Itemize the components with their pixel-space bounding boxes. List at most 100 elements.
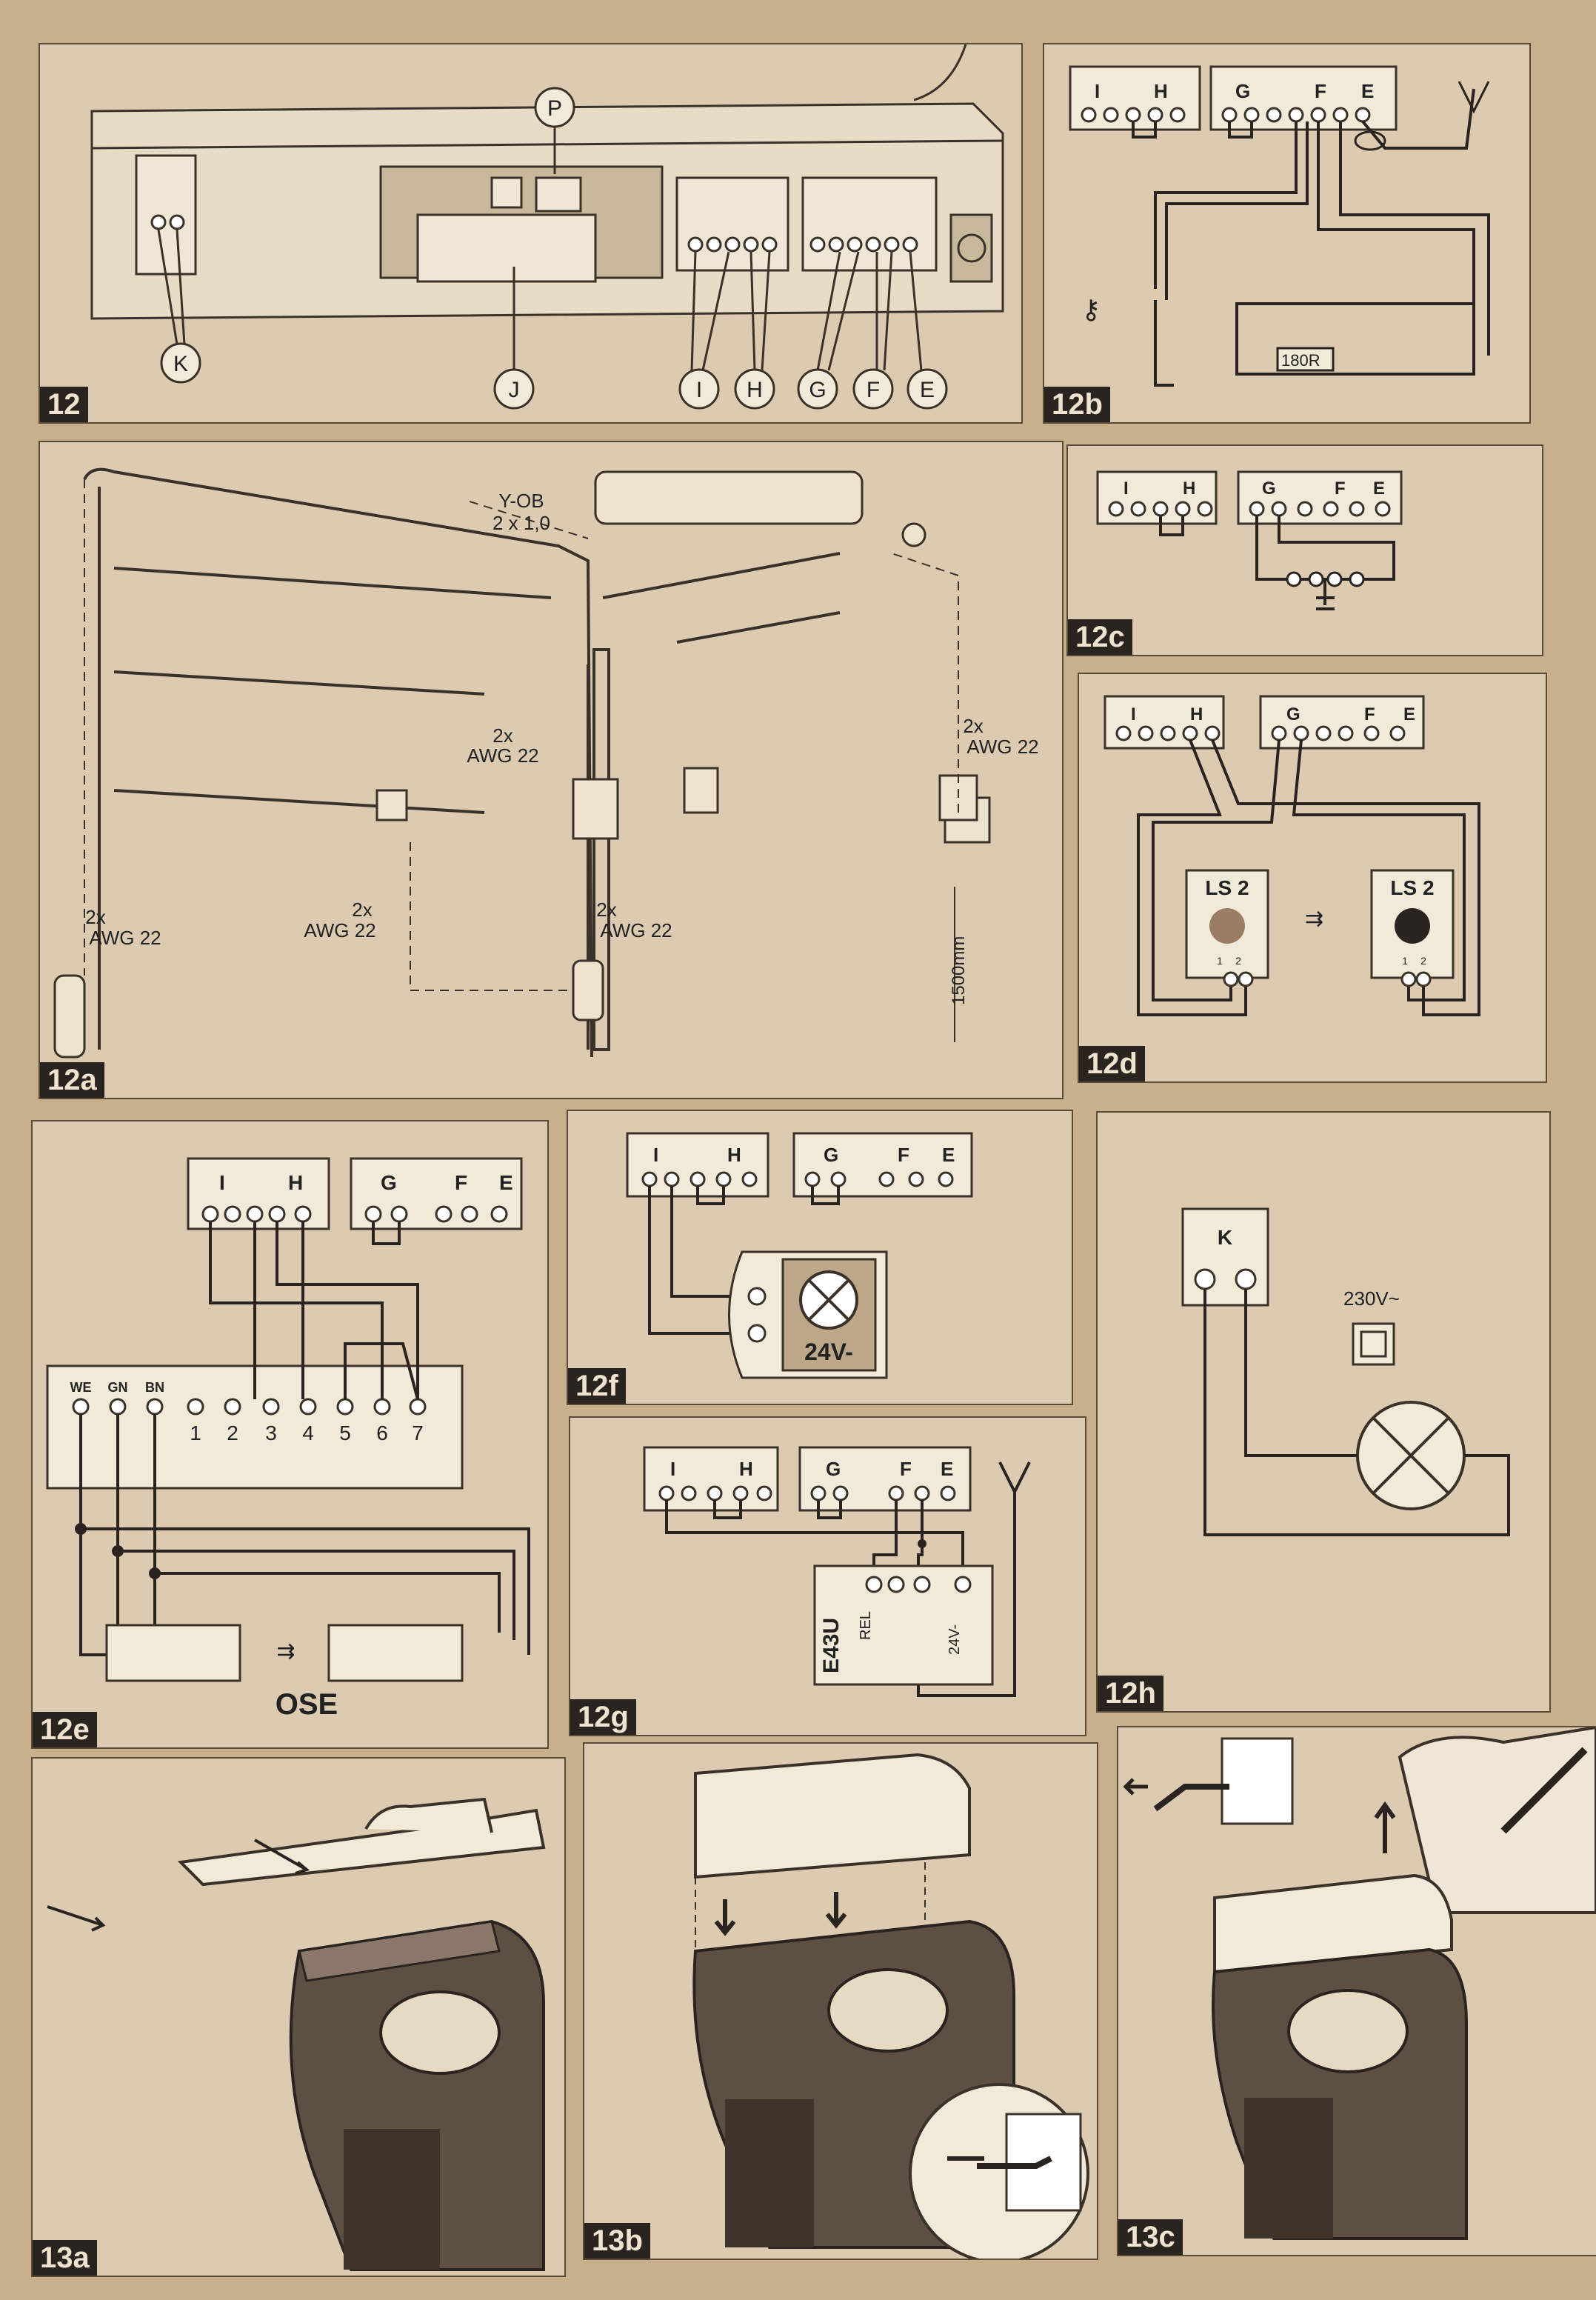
wiring-diagram-12f: I H G F E 24V-: [626, 1132, 973, 1379]
callout-e-text: E: [920, 378, 935, 402]
label-yob: Y-OB: [498, 490, 544, 512]
terminal-i: I: [1123, 479, 1129, 499]
callout-p: [534, 87, 575, 128]
label-2x-d: 2x: [596, 899, 616, 921]
panel-label: 12a: [40, 1062, 104, 1098]
terminal-h: H: [1190, 704, 1203, 724]
terminal-f: F: [1335, 479, 1346, 499]
terminal-e: E: [942, 1144, 955, 1166]
label-awg-b: AWG 22: [966, 736, 1038, 758]
label-2x-c: 2x: [352, 899, 372, 921]
callout-i-text: I: [696, 378, 702, 402]
callout-f-text: F: [867, 378, 880, 402]
callout-k-text: K: [173, 352, 188, 376]
module-label: E43U: [819, 1618, 844, 1673]
panel-12e: I H G F E WE GN BN 1 2 3 4 5 6 7: [31, 1120, 549, 1749]
callout-f: [852, 368, 894, 410]
pin-3: 3: [265, 1421, 277, 1444]
label-2x-b: 2x: [963, 715, 983, 737]
callout-k: [160, 342, 201, 384]
terminal-e: E: [1373, 479, 1385, 499]
lamp-icon: [799, 1270, 858, 1330]
terminal-f: F: [1364, 704, 1375, 724]
pin-1-right: 1: [1402, 955, 1408, 967]
callout-e: [906, 368, 948, 410]
label-awg-c: AWG 22: [304, 919, 375, 941]
panel-12h: K 230V~ 12h: [1096, 1111, 1551, 1713]
sensor-transmitter-icon: [1395, 908, 1430, 944]
panel-12f: I H G F E 24V- 12f: [567, 1110, 1073, 1405]
panel-13b: 13b: [583, 1742, 1098, 2260]
terminal-i: I: [1131, 704, 1136, 724]
panel-label: 12: [40, 387, 88, 422]
terminal-e: E: [941, 1458, 953, 1480]
panel-label: 13c: [1118, 2219, 1183, 2255]
terminal-h: H: [727, 1144, 741, 1166]
wiring-diagram-12d: I H G F E LS 2 LS 2 ⇉ 1 2 1 2: [1103, 695, 1480, 1016]
rel-label: REL: [858, 1611, 874, 1640]
panel-label: 13a: [33, 2240, 97, 2276]
voltage-label: 24V-: [946, 1624, 963, 1655]
callout-i: [678, 368, 720, 410]
terminal-h: H: [1183, 479, 1195, 499]
panel-12a: Y-OB 2 x 1,0 2x AWG 22 2x AWG 22 2x AWG …: [39, 441, 1064, 1099]
pin-2: 2: [227, 1421, 238, 1444]
beam-arrows-icon: ⇉: [276, 1639, 295, 1664]
pin-2-right: 2: [1420, 955, 1426, 967]
label-height: 1500mm: [949, 936, 969, 1005]
terminal-g: G: [824, 1144, 838, 1166]
lamp-voltage: 24V-: [804, 1339, 853, 1365]
terminal-e: E: [1403, 704, 1415, 724]
panel-label: 12b: [1044, 387, 1110, 422]
panel-12g: I H G F E E43U REL 24V- 12g: [569, 1416, 1086, 1736]
terminal-i: I: [653, 1144, 658, 1166]
label-awg-e: AWG 22: [89, 927, 161, 949]
terminal-f: F: [900, 1458, 912, 1480]
panel-12b: I H G F E 180R ⚷ 12b: [1043, 43, 1531, 424]
wall-socket-icon: [1123, 1737, 1294, 1825]
label-yob-spec: 2 x 1,0: [493, 512, 550, 534]
wiring-diagram-12c: I H G F E: [1096, 470, 1403, 610]
pin-4: 4: [302, 1421, 314, 1444]
terminal-i: I: [219, 1171, 225, 1194]
callout-h: [734, 368, 775, 410]
panel-label: 12g: [570, 1699, 636, 1735]
wiring-diagram-12b: I H G F E 180R ⚷: [1069, 65, 1490, 387]
callout-j-text: J: [509, 378, 520, 402]
switch-icon: [1352, 1322, 1395, 1366]
label-awg-a: AWG 22: [467, 744, 538, 767]
terminal-f: F: [898, 1144, 909, 1166]
zoom-detail: [1398, 1727, 1596, 1914]
wire-we: WE: [70, 1380, 92, 1395]
sensor-label-left: LS 2: [1205, 876, 1249, 899]
device-label: OSE: [276, 1688, 338, 1721]
terminal-e: E: [499, 1171, 513, 1194]
panel-13a: 13a: [31, 1757, 566, 2277]
wiring-diagram-12h: K 230V~: [1181, 1207, 1510, 1536]
pin-1: 1: [190, 1421, 201, 1444]
panel-label: 12c: [1068, 619, 1132, 655]
callout-h-text: H: [747, 378, 763, 402]
terminal-e: E: [1361, 80, 1374, 102]
resistor-label: 180R: [1281, 351, 1320, 370]
up-arrow-icon: [1374, 1801, 1396, 1853]
terminal-k: K: [1218, 1226, 1232, 1249]
terminal-g: G: [826, 1458, 841, 1480]
control-board-illustration: P K J I H G F E: [90, 44, 1004, 410]
label-awg-d: AWG 22: [600, 919, 672, 941]
panel-12: P K J I H G F E 12: [39, 43, 1023, 424]
cover-screw-illustration: [47, 1797, 546, 2271]
pin-2-left: 2: [1235, 955, 1241, 967]
screwdriver-icon: [1500, 1747, 1588, 1834]
panel-label: 13b: [584, 2223, 650, 2259]
terminal-g: G: [1262, 479, 1276, 499]
panel-label: 12d: [1079, 1046, 1145, 1081]
terminal-f: F: [1315, 80, 1326, 102]
panel-label: 12h: [1098, 1676, 1163, 1711]
sensor-receiver-icon: [1209, 908, 1245, 944]
beam-arrows-icon: ⇉: [1305, 907, 1323, 931]
terminal-g: G: [1235, 80, 1250, 102]
panel-12d: I H G F E LS 2 LS 2 ⇉ 1 2 1 2 12d: [1078, 673, 1547, 1083]
label-2x-e: 2x: [85, 906, 105, 928]
pin-5: 5: [339, 1421, 351, 1444]
